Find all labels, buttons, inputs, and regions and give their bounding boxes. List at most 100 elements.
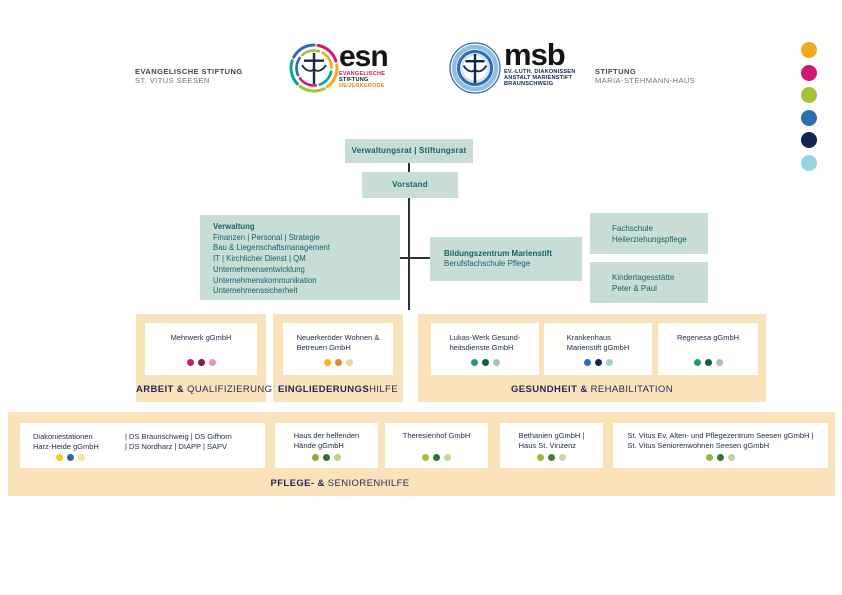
msb-acronym: msb <box>504 37 566 72</box>
company-color-dots <box>706 454 735 461</box>
right-foundation-line1: STIFTUNG <box>595 67 637 76</box>
card-name-extension: | DS Braunschweig | DS Gifhorn | DS Nord… <box>125 432 232 451</box>
color-dot <box>706 454 713 461</box>
card-name: Diakoniestationen Harz-Heide gGmbH <box>33 432 99 451</box>
color-dot <box>323 454 330 461</box>
card-krankenhaus-marienstift: Krankenhaus Marienstift gGmbH <box>544 323 652 375</box>
company-color-dots <box>422 454 451 461</box>
color-dot <box>78 454 85 461</box>
color-dot <box>717 454 724 461</box>
card-name: Neuerkeröder Wohnen & Betreuen GmbH <box>296 333 380 352</box>
section-label-rest: SENIORENHILFE <box>324 478 410 489</box>
bildungszentrum-title: Bildungszentrum Marienstift <box>444 248 553 258</box>
company-color-dots <box>186 359 216 366</box>
section-label-bold: EINGLIEDERUNGS <box>277 384 370 395</box>
color-dot <box>537 454 544 461</box>
left-foundation-name: EVANGELISCHE STIFTUNG ST. VITUS SEESEN <box>135 67 243 85</box>
msb-emblem-icon <box>449 42 501 94</box>
color-dot <box>801 42 817 58</box>
card-name: Theresienhof GmbH <box>402 431 471 440</box>
connector-vorstand-down <box>408 198 410 310</box>
fachschule-line2: Heilerziehungspflege <box>612 234 687 244</box>
box-vorstand: Vorstand <box>362 172 458 198</box>
esn-emblem-icon <box>289 43 339 93</box>
box-verwaltungsrat: Verwaltungsrat | Stiftungsrat <box>345 139 473 163</box>
kindertagesstaette-line2: Peter & Paul <box>612 283 657 293</box>
kindertagesstaette-line1: Kindertagesstätte <box>612 272 675 282</box>
box-verwaltung: Verwaltung Finanzen | Personal | Strateg… <box>200 215 400 300</box>
card-name: Bethanien gGmbH | Haus St. Vinzenz <box>518 431 585 450</box>
company-color-dots <box>323 359 353 366</box>
color-dot <box>422 454 429 461</box>
left-foundation-line1: EVANGELISCHE STIFTUNG <box>135 67 243 76</box>
color-dot <box>704 359 712 366</box>
color-dot <box>186 359 194 366</box>
section-label-rest: QUALIFIZIERUNG <box>184 384 273 395</box>
color-dot <box>715 359 723 366</box>
card-name: Krankenhaus Marienstift gGmbH <box>566 333 630 352</box>
msb-sub-line1: EV.-LUTH. DIAKONISSEN <box>504 69 576 75</box>
company-color-dots <box>470 359 500 366</box>
color-dot <box>345 359 353 366</box>
msb-sub-line2: ANSTALT MARIENSTIFT <box>504 74 573 81</box>
card-name: Mehrwerk gGmbH <box>170 333 232 342</box>
connector-board-vorstand <box>408 162 410 172</box>
color-dot <box>312 454 319 461</box>
section-eingliederungshilfe: Neuerkeröder Wohnen & Betreuen GmbH EING… <box>273 314 403 402</box>
color-dot <box>334 454 341 461</box>
company-color-dots <box>312 454 341 461</box>
box-fachschule: Fachschule Heilerziehungspflege <box>590 213 708 254</box>
color-dot <box>594 359 602 366</box>
card-diakoniestationen: Diakoniestationen Harz-Heide gGmbH | DS … <box>20 423 265 468</box>
color-dot <box>728 454 735 461</box>
color-dot <box>67 454 74 461</box>
section-label-gesundheit: GESUNDHEIT & REHABILITATION <box>418 384 766 395</box>
verwaltung-line: Unternehmenssicherheit <box>213 286 298 296</box>
company-color-dots <box>693 359 723 366</box>
section-pflege-seniorenhilfe: Diakoniestationen Harz-Heide gGmbH | DS … <box>8 412 835 496</box>
section-label-bold: GESUNDHEIT & <box>511 384 588 395</box>
color-dot <box>801 132 817 148</box>
color-dot <box>801 109 817 126</box>
section-label-bold: ARBEIT & <box>136 384 185 395</box>
color-dot <box>492 359 500 366</box>
section-label-pflege: PFLEGE- & SENIORENHILFE <box>270 478 409 489</box>
color-dot <box>334 359 342 366</box>
bildungszentrum-subtitle: Berufsfachschule Pflege <box>444 259 531 268</box>
card-regenesa: Regenesa gGmbH <box>658 323 758 375</box>
box-bildungszentrum: Bildungszentrum Marienstift Berufsfachsc… <box>430 237 582 281</box>
color-dot <box>208 359 216 366</box>
card-bethanien: Bethanien gGmbH | Haus St. Vinzenz <box>500 423 603 468</box>
esn-sub-line1: EVANGELISCHE <box>339 71 386 77</box>
verwaltung-line: Finanzen | Personal | Strategie <box>213 232 320 242</box>
color-dot <box>433 454 440 461</box>
left-foundation-line2: ST. VITUS SEESEN <box>135 76 210 85</box>
card-name: St. Vitus Ev. Alten- und Pflegezentrum S… <box>627 431 814 450</box>
color-dot <box>801 87 817 103</box>
color-dot <box>693 359 701 366</box>
company-color-dots <box>537 454 566 461</box>
card-st-vitus: St. Vitus Ev. Alten- und Pflegezentrum S… <box>613 423 828 468</box>
section-gesundheit-rehabilitation: Lukas-Werk Gesund- heitsdienste GmbH Kra… <box>418 314 766 402</box>
msb-sub-line3: BRAUNSCHWEIG <box>504 80 554 87</box>
card-name: Haus der helfenden Hände gGmbH <box>293 431 360 450</box>
color-dot <box>197 359 205 366</box>
color-dot <box>801 154 817 171</box>
color-dot <box>323 359 331 366</box>
color-dot <box>56 454 63 461</box>
company-color-dots <box>583 359 613 366</box>
section-label-arbeit: ARBEIT & QUALIFIZIERUNG <box>136 384 272 395</box>
color-dot <box>470 359 478 366</box>
card-theresienhof: Theresienhof GmbH <box>385 423 488 468</box>
esn-acronym: esn <box>339 40 389 73</box>
color-dot <box>801 64 817 81</box>
esn-sub-line3: NEUERKERODE <box>339 82 385 89</box>
color-dot <box>583 359 591 366</box>
company-color-dots <box>56 454 85 461</box>
esn-sub-line2: STIFTUNG <box>339 76 369 83</box>
box-kindertagesstaette: Kindertagesstätte Peter & Paul <box>590 262 708 303</box>
color-dot <box>605 359 613 366</box>
connector-verwaltung-bildung <box>399 257 430 259</box>
section-arbeit-qualifizierung: Mehrwerk gGmbH ARBEIT & QUALIFIZIERUNG <box>136 314 272 402</box>
